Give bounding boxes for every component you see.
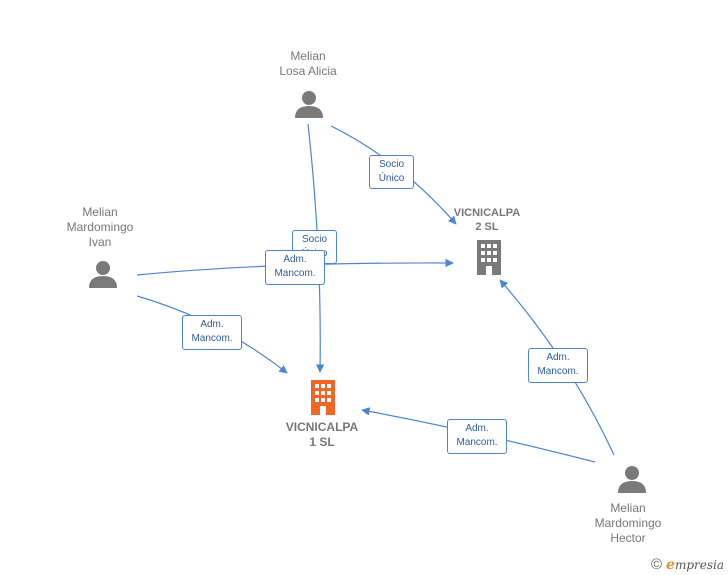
relation-label-ivan-vic1[interactable]: Adm. Mancom. [182,315,242,350]
person-icon[interactable] [617,464,647,494]
relation-label-line: Adm. [465,423,489,434]
relation-label-line: Mancom. [274,268,316,279]
company-name-line: VICNICALPA [285,420,359,434]
person-label-alicia: Melian Losa Alicia [248,49,368,79]
company-label-vic1: VICNICALPA 1 SL [262,420,382,450]
brand-logo-initial: e [666,557,675,573]
relation-label-line: Socio [301,234,327,245]
relation-label-line: Único [378,173,405,184]
person-icon[interactable] [88,259,118,289]
building-icon[interactable] [308,380,338,415]
relation-label-alicia-vic2[interactable]: Socio Único [369,155,414,189]
company-name-line: 1 SL [309,435,335,449]
relation-label-line: Adm. [200,319,224,330]
brand-logo-text: mpresia [674,558,724,572]
brand-logo[interactable]: empresia [666,557,724,573]
person-label-hector: Melian Mardomingo Hector [568,501,688,546]
building-icon[interactable] [474,240,504,275]
relation-label-line: Adm. [283,254,307,265]
company-label-vic2: VICNICALPA 2 SL [427,206,547,234]
relation-label-hector-vic2[interactable]: Adm. Mancom. [528,348,588,383]
person-icon[interactable] [294,89,324,119]
person-name-line: Melian [82,205,118,219]
person-name-line: Mardomingo [594,516,662,530]
person-name-line: Melian [610,501,646,515]
relation-label-ivan-vic2[interactable]: Adm. Mancom. [265,250,325,285]
person-name-line: Losa Alicia [279,64,337,78]
relation-label-line: Adm. [546,352,570,363]
footer-brand: ©empresia [651,556,724,573]
person-label-ivan: Melian Mardomingo Ivan [40,205,160,250]
relation-label-line: Mancom. [537,366,579,377]
company-name-line: VICNICALPA [453,207,521,219]
person-name-line: Hector [610,531,646,545]
person-name-line: Mardomingo [66,220,134,234]
relation-label-line: Mancom. [456,437,498,448]
copyright-symbol: © [650,556,663,573]
relation-label-hector-vic1[interactable]: Adm. Mancom. [447,419,507,454]
company-name-line: 2 SL [475,221,499,233]
person-name-line: Melian [290,49,326,63]
person-name-line: Ivan [88,235,112,249]
relation-label-line: Mancom. [191,333,233,344]
relation-label-line: Socio [378,159,404,170]
